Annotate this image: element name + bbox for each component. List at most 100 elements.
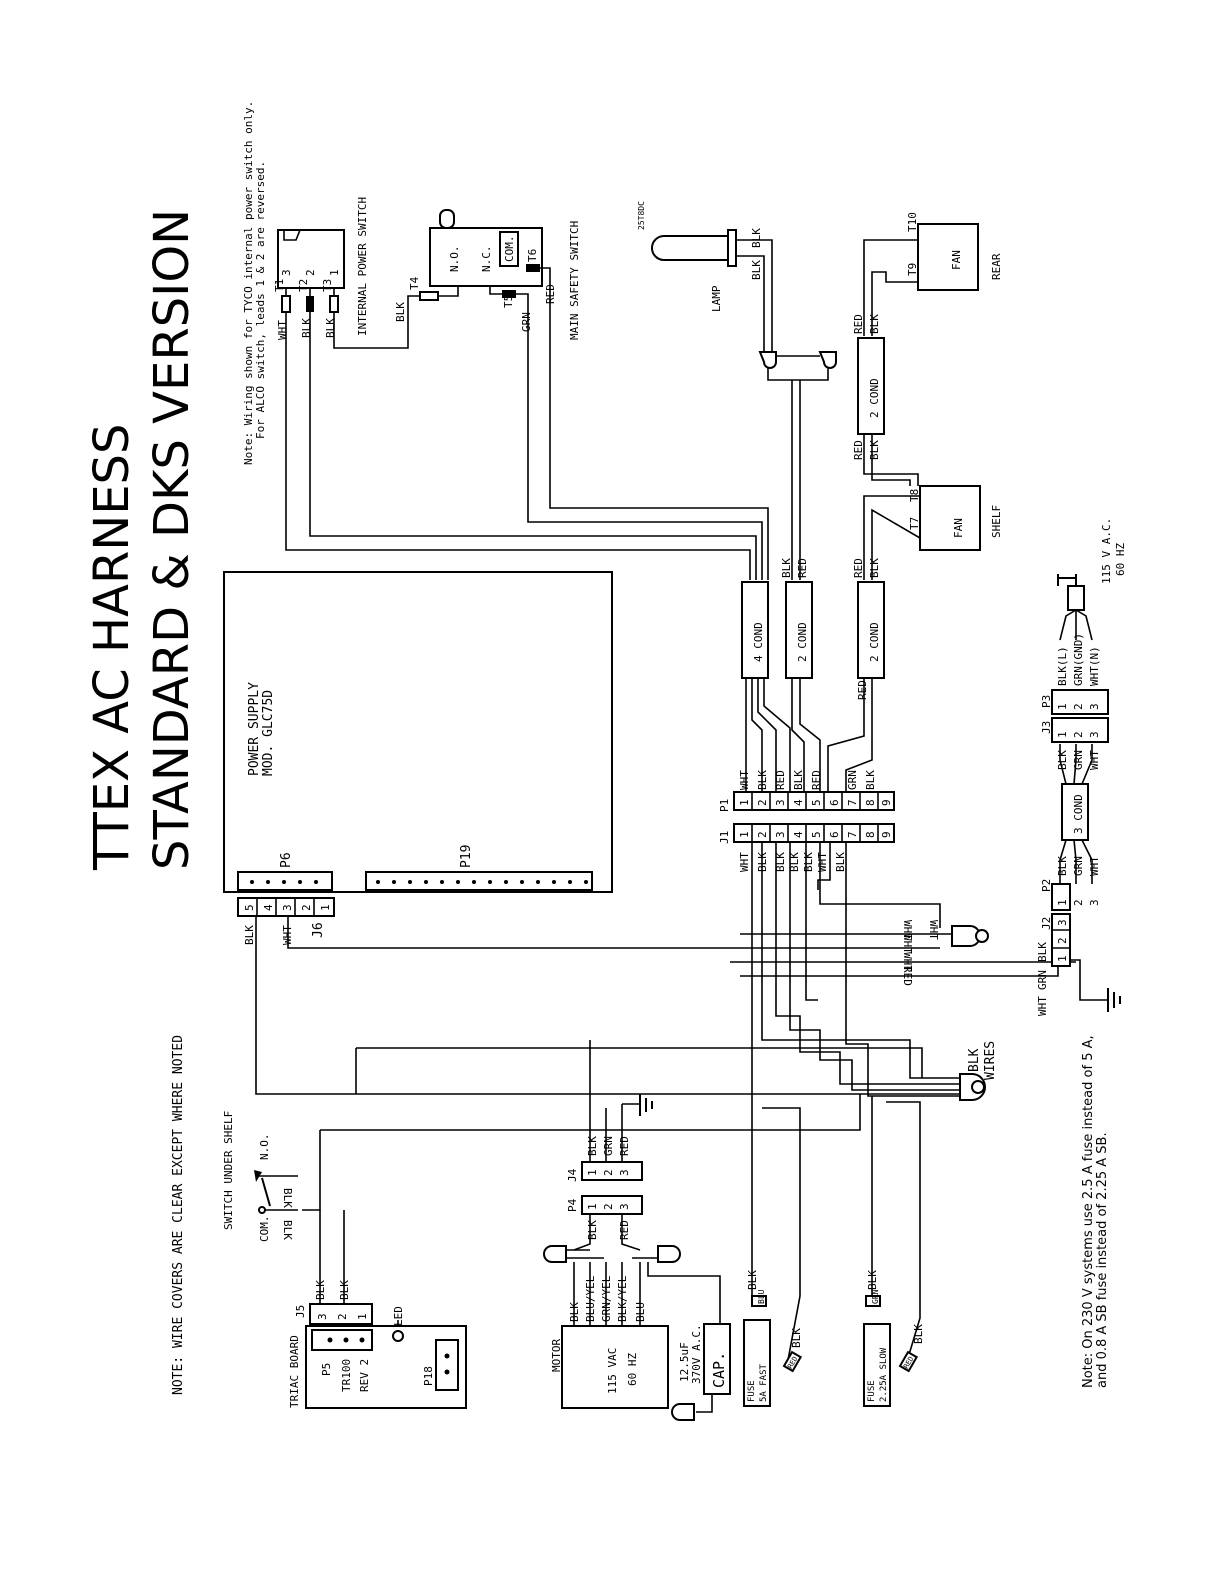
p19-header	[365, 871, 593, 891]
svg-text:BLK/YEL: BLK/YEL	[616, 1275, 629, 1322]
svg-text:3: 3	[1088, 703, 1101, 710]
svg-text:GRN: GRN	[520, 312, 533, 332]
svg-text:RED: RED	[852, 558, 865, 578]
svg-text:BLK: BLK	[1056, 856, 1069, 876]
svg-text:4: 4	[262, 904, 275, 911]
t10-label: T10	[906, 212, 919, 232]
svg-text:1: 1	[738, 831, 751, 838]
j2-label: J2	[1040, 917, 1053, 930]
wire-nut-cap	[975, 929, 989, 943]
t2-label: T2	[297, 279, 310, 292]
terminal-t4	[419, 291, 439, 301]
j6-label: J6	[311, 922, 326, 938]
p19-pins	[376, 880, 588, 884]
svg-text:3: 3	[774, 831, 787, 838]
svg-text:GRN(GND): GRN(GND)	[1072, 633, 1085, 686]
svg-text:3: 3	[316, 1313, 329, 1320]
blu-sleeve	[751, 1295, 767, 1307]
j5-label: J5	[294, 1305, 307, 1318]
svg-text:BLK: BLK	[868, 440, 881, 460]
svg-text:GRN: GRN	[871, 1289, 880, 1304]
p1-connector	[733, 791, 895, 811]
svg-text:GRN: GRN	[846, 770, 859, 790]
svg-text:2: 2	[756, 831, 769, 838]
svg-text:7: 7	[846, 799, 859, 806]
svg-text:6: 6	[828, 799, 841, 806]
svg-text:FAN: FAN	[952, 518, 965, 538]
title-block: TTEX AC HARNESS STANDARD & DKS VERSION	[84, 209, 200, 871]
svg-text:BLK: BLK	[868, 314, 881, 334]
svg-text:2: 2	[756, 799, 769, 806]
svg-text:2: 2	[1072, 731, 1085, 738]
cap-label: CAP.	[710, 1352, 728, 1388]
internal-power-switch-label: INTERNAL POWER SWITCH	[356, 197, 369, 336]
svg-text:2: 2	[602, 1203, 615, 1210]
j4-labels: 1 2 3 BLK GRN RED	[586, 1136, 631, 1176]
fan-rear-position: REAR	[990, 253, 1003, 280]
svg-text:BLK: BLK	[750, 260, 763, 280]
svg-text:NOTE: WIRE COVERS ARE CLEAR EX: NOTE: WIRE COVERS ARE CLEAR EXCEPT WHERE…	[171, 1035, 186, 1395]
svg-text:WHT: WHT	[1088, 750, 1101, 770]
svg-text:3: 3	[281, 904, 294, 911]
j1-pins: 1 2 3 4 5 6 7 8 9	[738, 824, 893, 842]
wire-nut-icon	[543, 1245, 567, 1263]
svg-text:RED: RED	[796, 558, 809, 578]
svg-text:GRN: GRN	[1072, 750, 1085, 770]
svg-text:1: 1	[1056, 703, 1069, 710]
svg-text:RED: RED	[618, 1136, 631, 1156]
svg-text:RED: RED	[852, 314, 865, 334]
svg-text:and 0.8 A SB fuse instead of 2: and 0.8 A SB fuse instead of 2.25 A SB.	[1095, 1132, 1110, 1388]
svg-text:8: 8	[864, 799, 877, 806]
p4-connector	[581, 1195, 643, 1215]
wire-nut-icon	[671, 1403, 695, 1421]
svg-text:BLK: BLK	[324, 318, 337, 338]
p6-label: P6	[279, 852, 294, 868]
svg-text:P5: P5	[320, 1363, 333, 1376]
blk-wires-label-1: BLK	[967, 1048, 982, 1072]
svg-text:WHT: WHT	[738, 852, 751, 872]
svg-text:3: 3	[280, 269, 293, 276]
svg-text:GRN: GRN	[602, 1136, 615, 1156]
svg-text:BLK: BLK	[586, 1220, 599, 1240]
p18-header	[435, 1339, 459, 1391]
main-safety-switch-label: MAIN SAFETY SWITCH	[568, 221, 581, 340]
svg-text:RED: RED	[856, 680, 869, 700]
p1-label: P1	[718, 799, 731, 812]
svg-text:2 COND: 2 COND	[868, 378, 881, 418]
j5-connector	[309, 1303, 373, 1325]
svg-text:BLK: BLK	[868, 558, 881, 578]
svg-text:BLK(L): BLK(L)	[1056, 646, 1069, 686]
grn-sleeve	[865, 1295, 881, 1307]
svg-text:RED: RED	[618, 1220, 631, 1240]
svg-text:8: 8	[864, 831, 877, 838]
motor-label: MOTOR	[550, 1339, 563, 1372]
svg-text:BLK: BLK	[756, 770, 769, 790]
title-line-1: TTEX AC HARNESS	[84, 424, 140, 871]
svg-text:4 COND: 4 COND	[752, 622, 765, 662]
fuse-slow-rating: 2.25A SLOW	[879, 1347, 889, 1402]
svg-text:3: 3	[774, 799, 787, 806]
j3-labels: 1 2 3 BLK GRN WHT	[1056, 731, 1101, 770]
fuse-slow-type: FUSE	[867, 1380, 877, 1402]
svg-text:BLK: BLK	[746, 1270, 759, 1290]
svg-text:4: 4	[792, 799, 805, 806]
cable-2cond-fan	[857, 581, 885, 679]
svg-text:4: 4	[792, 831, 805, 838]
svg-text:2 COND: 2 COND	[868, 622, 881, 662]
p5-header	[311, 1329, 373, 1351]
svg-text:N.O.: N.O.	[448, 246, 461, 273]
triac-rev: REV 2	[358, 1359, 371, 1392]
svg-text:1: 1	[356, 1313, 369, 1320]
motor-box	[561, 1325, 669, 1409]
svg-text:3: 3	[618, 1203, 631, 1210]
svg-text:6: 6	[828, 831, 841, 838]
j6-wire-blk: BLK	[243, 925, 256, 945]
triac-board-label: TRIAC BOARD	[288, 1335, 301, 1408]
j1-connector	[733, 823, 895, 843]
svg-text:BLK: BLK	[338, 1280, 351, 1300]
svg-text:P18: P18	[422, 1366, 435, 1386]
j6-pins: 5 4 3 2 1	[243, 898, 332, 916]
svg-text:For ALCO switch, leads 1 & 2 a: For ALCO switch, leads 1 & 2 are reverse…	[254, 161, 267, 439]
svg-text:BLK: BLK	[864, 770, 877, 790]
led-label: LED	[392, 1306, 405, 1326]
